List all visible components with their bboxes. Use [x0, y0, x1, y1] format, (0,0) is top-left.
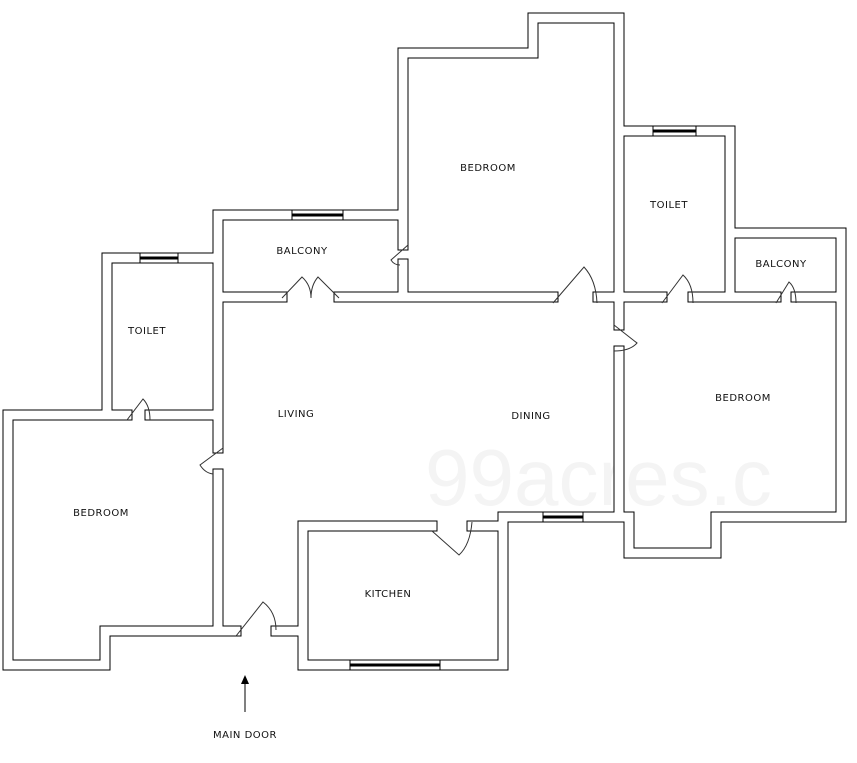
walls: [2, 12, 847, 671]
door-balcony-bedroom: [390, 244, 409, 266]
room-label-bedroom-right: BEDROOM: [715, 393, 771, 404]
window-kitchen: [349, 659, 441, 671]
room-label-living: LIVING: [278, 409, 315, 420]
door-living-bedroom-left: [199, 447, 224, 475]
room-label-kitchen: KITCHEN: [365, 589, 412, 600]
room-label-toilet-left: TOILET: [127, 326, 166, 337]
wall-segment: [613, 125, 736, 303]
room-label-balcony-left: BALCONY: [276, 246, 328, 257]
wall-fill: [3, 410, 241, 670]
window-toilet-left: [139, 252, 179, 264]
main-door: [235, 601, 277, 637]
wall-fill: [614, 126, 735, 302]
main-door-label: MAIN DOOR: [213, 730, 277, 741]
door-balcony-right: [775, 281, 797, 304]
room-label-balcony-right: BALCONY: [755, 259, 807, 270]
door-bedroom-top: [552, 266, 598, 304]
room-label-dining: DINING: [511, 411, 550, 422]
doors: [126, 244, 797, 637]
window-toilet-right: [652, 125, 697, 137]
door-toilet-right: [661, 274, 694, 304]
wall-fill: [398, 13, 624, 330]
room-label-bedroom-left: BEDROOM: [73, 508, 129, 519]
window-balcony-left: [291, 209, 344, 221]
windows: [139, 125, 697, 671]
room-label-bedroom-top: BEDROOM: [460, 163, 516, 174]
main-door-arrow: [241, 675, 249, 712]
door-balcony-left-b: [310, 276, 340, 299]
door-bedroom-right: [613, 324, 638, 352]
door-kitchen: [431, 521, 473, 556]
window-dining: [542, 511, 584, 523]
watermark: 99acres.c: [425, 433, 772, 522]
wall-fill: [298, 228, 846, 670]
room-label-toilet-right: TOILET: [649, 200, 688, 211]
door-toilet-left: [126, 398, 151, 421]
